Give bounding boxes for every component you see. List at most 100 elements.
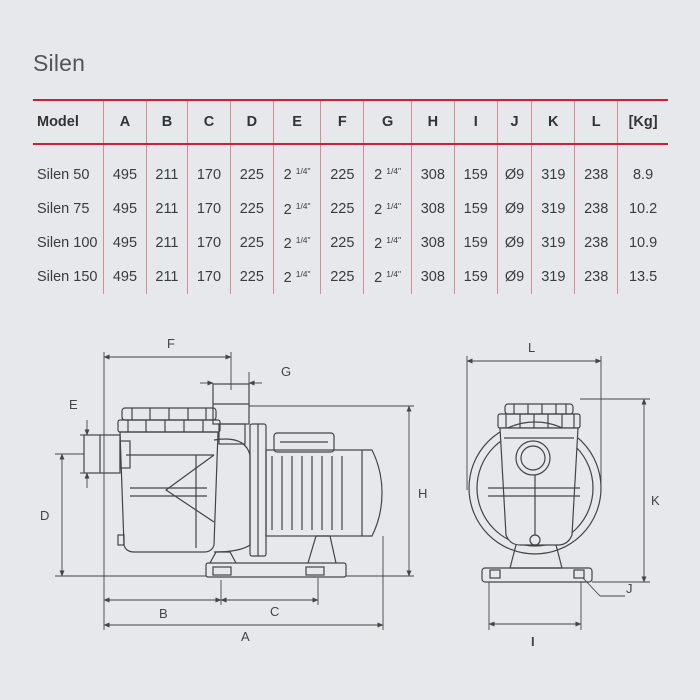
cell-d: 225 [229, 226, 274, 260]
cell-k: 319 [531, 260, 575, 294]
cell-g: 2 1/4" [363, 260, 412, 294]
cell-j: Ø9 [496, 260, 532, 294]
cell-g-fraction: 1/4" [386, 200, 402, 211]
label-G: G [281, 364, 291, 379]
cell-j: Ø9 [496, 192, 532, 226]
column-header-g: G [363, 99, 412, 145]
cell-h: 308 [410, 144, 455, 192]
cell-e-fraction: 1/4" [295, 234, 311, 245]
cell-f: 225 [320, 226, 364, 260]
cell-e-whole: 2 [283, 167, 292, 183]
cell-d: 225 [229, 144, 274, 192]
cell-i: 159 [453, 192, 498, 226]
cell-a: 495 [103, 260, 147, 294]
cell-g-whole: 2 [374, 269, 383, 286]
cell-b: 211 [145, 144, 188, 192]
column-header-a: A [103, 99, 147, 145]
column-header-e: E [272, 99, 321, 145]
cell-e-whole: 2 [283, 201, 292, 218]
cell-e-fraction: 1/4" [295, 166, 311, 176]
cell-g: 2 1/4" [363, 144, 412, 192]
cell-i: 159 [453, 144, 498, 192]
cell-i: 159 [453, 226, 498, 260]
cell-c: 170 [186, 144, 231, 192]
column-header-f: F [320, 99, 364, 145]
page-title: Silen [33, 50, 86, 76]
cell-g-fraction: 1/4" [386, 268, 402, 279]
cell-g-whole: 2 [374, 235, 383, 252]
cell-g-fraction: 1/4" [386, 166, 402, 176]
cell-e: 2 1/4" [272, 260, 321, 294]
cell-b: 211 [145, 260, 188, 294]
label-I: I [531, 634, 535, 649]
cell-j: Ø9 [496, 144, 532, 192]
cell-l: 238 [574, 260, 618, 294]
cell-e: 2 1/4" [272, 144, 321, 192]
front-view-dimension-lines [466, 356, 650, 630]
column-header-l: L [574, 99, 618, 145]
label-D: D [40, 508, 49, 523]
label-K: K [651, 493, 660, 508]
column-header-model: Model [33, 99, 104, 145]
cell-kg: 8.9 [617, 144, 668, 192]
cell-l: 238 [574, 192, 618, 226]
cell-a: 495 [103, 144, 147, 192]
cell-model: Silen 75 [37, 201, 90, 217]
label-A: A [241, 629, 250, 644]
pump-front-view [468, 403, 602, 583]
column-header-j: J [496, 99, 532, 145]
cell-f: 225 [320, 144, 364, 192]
cell-e-fraction: 1/4" [295, 200, 311, 211]
cell-i: 159 [453, 260, 498, 294]
cell-b: 211 [145, 192, 188, 226]
cell-g: 2 1/4" [363, 192, 412, 226]
pump-side-view [83, 383, 383, 578]
cell-e-fraction: 1/4" [295, 268, 311, 279]
cell-e: 2 1/4" [272, 192, 321, 226]
cell-k: 319 [531, 144, 575, 192]
cell-model: Silen 100 [37, 235, 98, 251]
column-header-c: C [186, 99, 231, 145]
cell-kg: 10.9 [617, 226, 668, 260]
cell-c: 170 [186, 192, 231, 226]
cell-a: 495 [103, 226, 147, 260]
label-E: E [69, 397, 78, 412]
cell-f: 225 [320, 260, 364, 294]
column-header-i: I [453, 99, 498, 145]
cell-k: 319 [531, 192, 575, 226]
label-B: B [159, 606, 168, 621]
cell-k: 319 [531, 226, 575, 260]
cell-j: Ø9 [496, 226, 532, 260]
cell-kg: 13.5 [617, 260, 668, 294]
cell-c: 170 [186, 260, 231, 294]
label-L: L [528, 340, 535, 355]
column-header-k: K [531, 99, 575, 145]
cell-e: 2 1/4" [272, 226, 321, 260]
cell-h: 308 [410, 192, 455, 226]
cell-l: 238 [574, 144, 618, 192]
cell-e-whole: 2 [283, 235, 292, 252]
cell-d: 225 [229, 192, 274, 226]
cell-f: 225 [320, 192, 364, 226]
cell-c: 170 [186, 226, 231, 260]
cell-l: 238 [574, 226, 618, 260]
column-header-b: B [145, 99, 188, 145]
cell-h: 308 [410, 260, 455, 294]
label-F: F [167, 336, 175, 351]
cell-a: 495 [103, 192, 147, 226]
side-view-dimension-lines [55, 352, 414, 630]
cell-b: 211 [145, 226, 188, 260]
cell-e-whole: 2 [283, 269, 292, 286]
cell-g-whole: 2 [374, 167, 383, 183]
label-J: J [626, 581, 633, 596]
cell-g: 2 1/4" [363, 226, 412, 260]
cell-g-whole: 2 [374, 201, 383, 218]
cell-h: 308 [410, 226, 455, 260]
cell-g-fraction: 1/4" [386, 234, 402, 245]
